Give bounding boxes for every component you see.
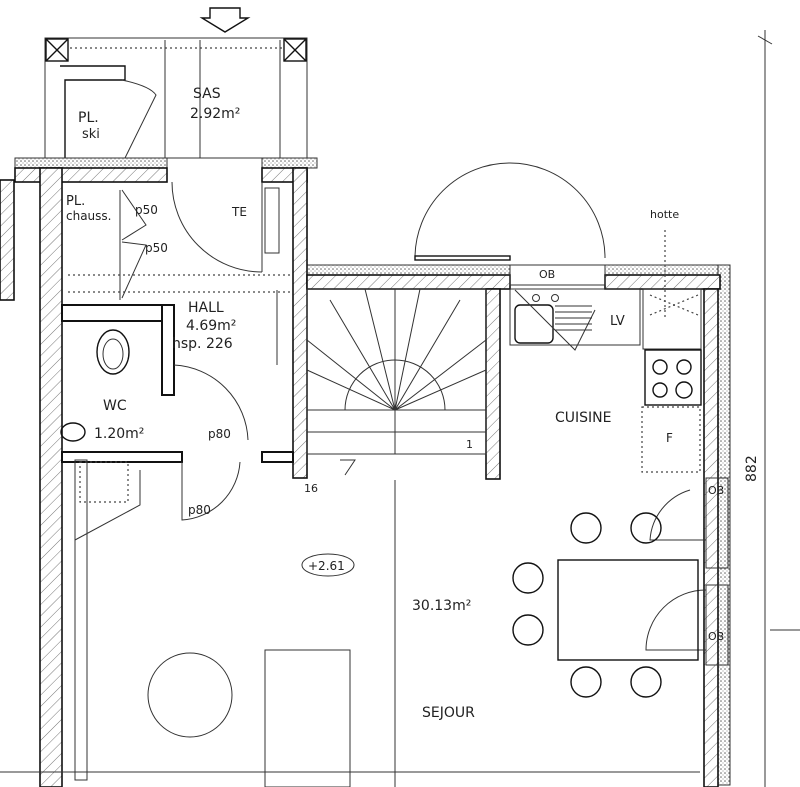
sejour-fixtures [0, 459, 700, 787]
hall-height-label: hsp. 226 [172, 336, 233, 352]
post-icon [45, 38, 69, 62]
dining-set [512, 512, 699, 698]
sink-icon [60, 422, 86, 442]
down-arrow-icon [199, 7, 251, 33]
stair-step-label: 1 [466, 438, 473, 451]
hall-area-label: 4.69m² [186, 318, 236, 334]
exterior-wall [304, 264, 511, 276]
level-label: +2.61 [308, 559, 345, 573]
door-width-label: p80 [188, 503, 211, 517]
door-width-label: p50 [135, 203, 158, 217]
ski-closet-label: PL. [78, 110, 99, 126]
wc-area-label: 1.20m² [94, 426, 144, 442]
te-label: TE [231, 205, 247, 219]
sas-label: SAS [193, 86, 221, 102]
stair-step-label: 16 [304, 482, 318, 495]
window [705, 477, 729, 569]
shoe-closet-sub: chauss. [66, 209, 111, 223]
hall-fixtures [68, 181, 290, 441]
fridge-label: F [666, 431, 673, 445]
ob-label: OB [539, 268, 555, 281]
cuisine-label: CUISINE [555, 410, 612, 426]
toilet-icon [96, 329, 130, 375]
staircase [306, 288, 487, 476]
sas-area-label: 2.92m² [190, 106, 240, 122]
door-width-label: p50 [145, 241, 168, 255]
window [705, 584, 729, 666]
ski-closet-sub: ski [82, 127, 100, 142]
sejour-area-label: 30.13m² [412, 598, 471, 614]
wc-label: WC [103, 398, 127, 414]
ob-label: OB [708, 630, 724, 643]
walls [0, 167, 721, 787]
shoe-closet-label: PL. [66, 194, 85, 209]
sejour-label: SEJOUR [422, 705, 475, 721]
dimension-label: 882 [744, 455, 760, 482]
dishwasher-label: LV [610, 314, 625, 329]
hood-label: hotte [650, 208, 679, 221]
hall-label: HALL [188, 300, 224, 316]
exterior-wall [14, 157, 168, 169]
ob-label: OB [708, 484, 724, 497]
kitchen-fixtures [414, 162, 702, 473]
post-icon [283, 38, 307, 62]
exterior-wall [604, 264, 731, 276]
door-width-label: p80 [208, 427, 231, 441]
sas-area [44, 37, 308, 159]
level-marker [301, 553, 355, 577]
exterior-wall [261, 157, 318, 169]
